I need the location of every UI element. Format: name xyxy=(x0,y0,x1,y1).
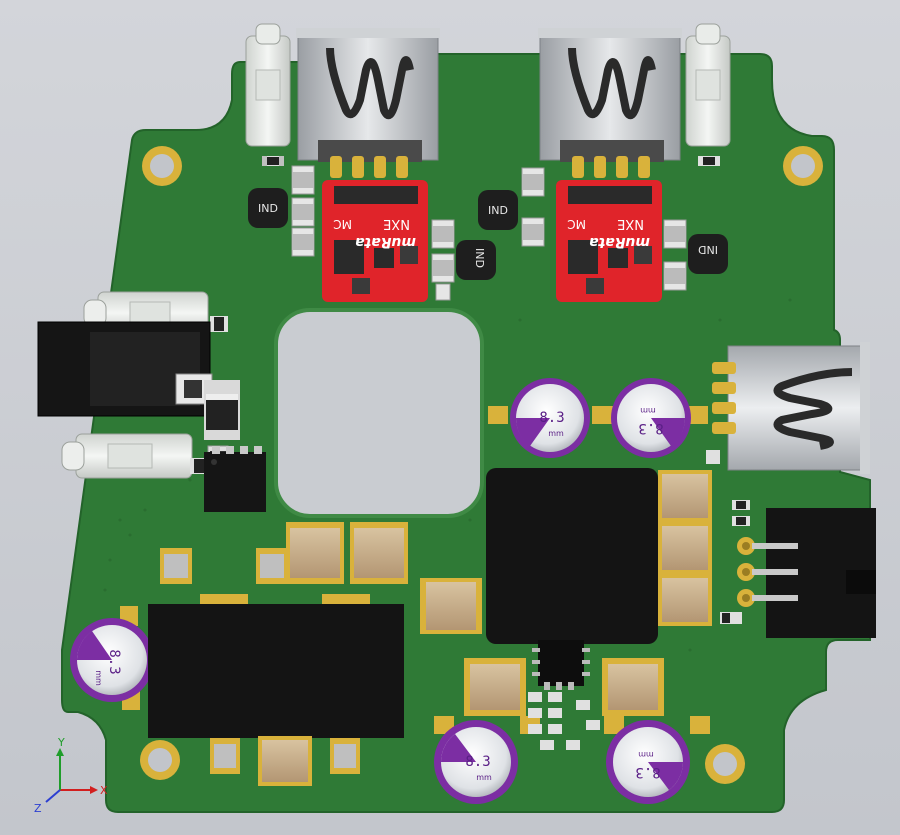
capacitor-size-label: 8.3 xyxy=(106,649,122,674)
axis-indicator: X Y Z xyxy=(34,736,108,815)
capacitor-size-label: 8.3 xyxy=(635,764,660,780)
capacitor-unit-label: mm xyxy=(638,750,654,759)
inductor-label: IND xyxy=(698,243,718,256)
tantalum-caps xyxy=(258,470,712,786)
usb-a-connector-top-right xyxy=(538,28,682,178)
light-pipe-left-lower xyxy=(61,433,193,479)
module-brand-text: muRata xyxy=(355,234,416,250)
power-inductor-bottom-left xyxy=(148,594,278,738)
dc-barrel-jack xyxy=(37,321,213,417)
axis-x-label: X xyxy=(100,784,108,797)
electrolytic-cap-4: 8.3 mm xyxy=(434,716,540,804)
module-code-text-2: MC xyxy=(567,217,586,231)
pin-header-right xyxy=(737,508,876,638)
capacitor-size-label: 8.3 xyxy=(539,410,564,426)
module-brand-text: muRata xyxy=(589,234,650,250)
inductor-label: IND xyxy=(258,202,278,215)
inductor-label: IND xyxy=(473,248,486,268)
smd-passives-misc xyxy=(160,500,750,774)
usb-a-connector-right xyxy=(706,342,870,474)
board-cutout xyxy=(274,308,484,518)
electrolytic-cap-2: 8.3 mm xyxy=(594,378,708,458)
inductor-3: IND xyxy=(456,240,496,280)
power-inductor-bottom-right xyxy=(274,594,404,738)
inductor-1: IND xyxy=(248,188,288,228)
smd-diode-left xyxy=(204,380,240,440)
capacitor-size-label: 8.3 xyxy=(638,420,663,436)
module-code-text: NXE xyxy=(383,216,410,231)
inductor-4: IND xyxy=(688,234,728,274)
axis-z-label: Z xyxy=(34,802,42,815)
inductor-label: IND xyxy=(488,204,508,217)
capacitor-unit-label: mm xyxy=(640,406,656,415)
usb-a-connector-top-left xyxy=(296,28,440,178)
axis-y-label: Y xyxy=(57,736,65,749)
light-pipe-top-left xyxy=(245,23,291,147)
module-code-text-2: MC xyxy=(333,217,352,231)
capacitor-unit-label: mm xyxy=(476,773,492,782)
smd-resistors-top xyxy=(262,156,720,301)
electrolytic-cap-3: 8.3 mm xyxy=(70,606,154,710)
power-inductor-center xyxy=(486,468,658,690)
mounting-holes xyxy=(140,146,823,784)
electrolytic-cap-5: 8.3 mm xyxy=(604,716,710,804)
module-code-text: NXE xyxy=(617,216,644,231)
electrolytic-cap-1: 8.3 mm xyxy=(488,378,612,458)
capacitor-size-label: 8.3 xyxy=(465,754,490,770)
inductor-2: IND xyxy=(478,190,518,230)
murata-module-right: muRata NXE MC xyxy=(556,180,662,302)
capacitor-unit-label: mm xyxy=(548,429,564,438)
light-pipe-top-right xyxy=(685,23,731,147)
capacitor-unit-label: mm xyxy=(94,670,103,686)
ic-soic-left xyxy=(204,446,266,512)
murata-module-left: muRata NXE MC xyxy=(322,180,428,302)
